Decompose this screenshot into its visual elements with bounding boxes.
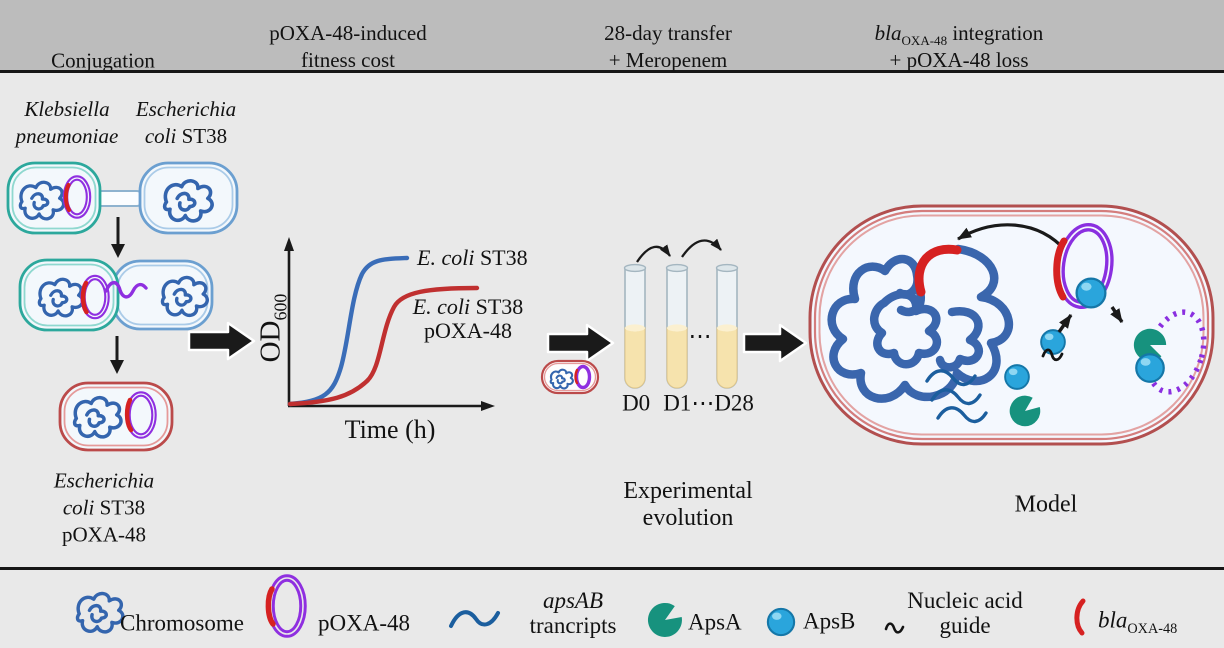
x-axis-label: Time (h) <box>344 415 436 444</box>
legend-apsa-icon <box>647 602 682 637</box>
big-arrow-2 <box>546 323 615 363</box>
header-title-fitness: pOXA-48-induced fitness cost <box>269 21 427 72</box>
transfer-arrows <box>636 238 722 263</box>
legend-bla-icon <box>1074 598 1086 636</box>
transfer-arrow-1 <box>636 244 671 263</box>
series1-label: E. coli ST38 <box>417 245 528 270</box>
curve-ecoli <box>287 255 410 407</box>
transition-arrows <box>187 321 808 363</box>
poxa48-plasmid-icon <box>574 364 592 390</box>
legend-apsb-icon <box>766 607 796 637</box>
legend-transcript-icon <box>449 610 500 628</box>
legend-transcripts-label: apsAB trancripts <box>529 588 617 638</box>
header-title-conjugation: Conjugation <box>51 48 155 73</box>
pilus <box>93 190 145 207</box>
model-label: Model <box>1014 491 1078 518</box>
transferring-plasmid-icon <box>80 274 148 320</box>
legend-bla-label: blaOXA-48 <box>1098 607 1178 638</box>
donor-label: Klebsiella pneumoniae <box>15 97 119 148</box>
apsb-icon <box>1135 353 1165 383</box>
test-tube-2 <box>665 263 689 389</box>
apsb-icon <box>1075 277 1107 309</box>
integrated-bla-segment <box>914 244 962 297</box>
mini-transconjugant-cell <box>540 359 600 395</box>
poxa48-plasmid-icon <box>62 175 92 219</box>
recipient-label: Escherichia coli ST38 <box>135 97 237 148</box>
down-arrow-2 <box>110 336 124 374</box>
model-cell <box>808 204 1215 446</box>
evolution-panel <box>540 238 739 395</box>
integration-arrow <box>957 223 1068 253</box>
legend-divider <box>0 567 1224 570</box>
mating-pair <box>18 258 214 332</box>
legend-guide-label: Nucleic acid guide <box>907 588 1023 638</box>
header-bar <box>0 0 1224 71</box>
poxa48-plasmid-icon <box>124 391 157 439</box>
degradation-arrow-down <box>1110 306 1124 323</box>
model-transcripts <box>925 369 988 424</box>
header-divider <box>0 70 1224 73</box>
legend-chromosome-icon <box>75 591 125 634</box>
test-tube-3 <box>715 263 739 389</box>
legend-chromosome-label: Chromosome <box>120 610 244 636</box>
evolution-caption: Experimental evolution <box>623 478 753 531</box>
targeting-arrow-up <box>1057 314 1073 333</box>
apsb-icon <box>1004 364 1030 390</box>
degraded-plasmid <box>1127 309 1207 395</box>
growth-chart <box>284 237 495 411</box>
legend-apsa-label: ApsA <box>688 609 742 635</box>
guided-apsb <box>1040 329 1066 362</box>
down-arrow-1 <box>111 217 125 258</box>
legend-guide-icon <box>884 622 905 634</box>
legend-poxa48-label: pOXA-48 <box>318 610 410 636</box>
between-tubes-dots: ⋯ <box>688 323 712 349</box>
model-poxa48-plasmid <box>1053 222 1114 310</box>
test-tube-1 <box>623 263 647 389</box>
series2-label: E. coli ST38 pOXA-48 <box>412 294 524 343</box>
legend-poxa48-icon <box>265 574 307 638</box>
legend-apsb-label: ApsB <box>803 608 856 634</box>
y-axis-label: OD600 <box>254 293 291 363</box>
big-arrow-3 <box>742 323 808 363</box>
header-title-integration: blaOXA-48 integration + pOXA-48 loss <box>874 21 1044 72</box>
transconjugant-cell <box>58 381 174 452</box>
big-arrow-1 <box>187 321 256 361</box>
chart-axes <box>284 237 495 411</box>
klebsiella-cell <box>6 161 102 235</box>
legend-icons <box>75 574 1086 638</box>
transconjugant-label: Escherichia coli ST38 pOXA-48 <box>53 468 155 547</box>
conjugation-panel <box>6 161 239 452</box>
model-chromosome <box>827 244 1014 403</box>
header-title-transfer: 28-day transfer + Meropenem <box>604 21 732 72</box>
test-tubes <box>623 263 739 389</box>
transfer-arrow-2 <box>681 238 722 258</box>
curve-ecoli-poxa48 <box>287 285 480 407</box>
nucleic-guide-icon <box>1041 348 1064 362</box>
ecoli-cell <box>138 161 239 235</box>
